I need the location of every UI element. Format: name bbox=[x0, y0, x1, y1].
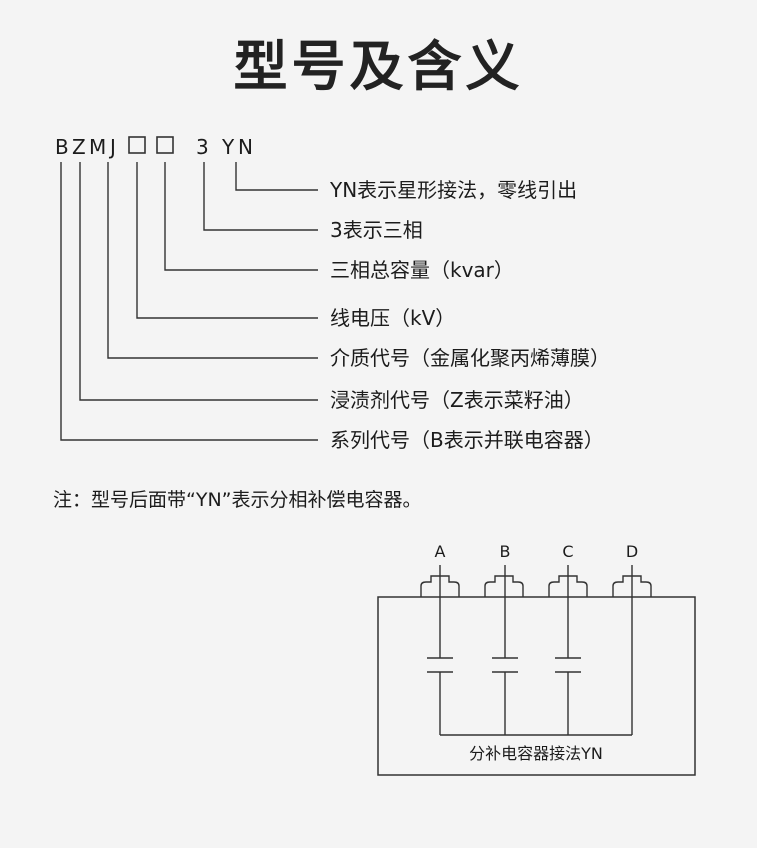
code-char-m: M bbox=[89, 135, 106, 159]
capacitor-housing bbox=[377, 596, 696, 776]
code-char-b: B bbox=[55, 135, 69, 159]
code-char-z: Z bbox=[72, 135, 86, 159]
meaning-capacity: 三相总容量（kvar） bbox=[330, 258, 514, 282]
leader-lines bbox=[60, 162, 318, 441]
leader-medium bbox=[107, 162, 318, 359]
meaning-yn: YN表示星形接法，零线引出 bbox=[329, 178, 577, 202]
meaning-voltage: 线电压（kV） bbox=[330, 306, 455, 330]
bushing-b bbox=[484, 575, 524, 597]
terminal-label-a: A bbox=[435, 542, 446, 561]
terminal-label-c: C bbox=[562, 542, 573, 561]
wiring-diagram: A B C D 分补电容器接法YN bbox=[377, 542, 696, 776]
leader-voltage bbox=[136, 162, 318, 319]
meaning-medium: 介质代号（金属化聚丙烯薄膜） bbox=[330, 346, 610, 370]
leader-capacity bbox=[164, 162, 318, 271]
meaning-3: 3表示三相 bbox=[330, 218, 423, 242]
note-text: 注：型号后面带“YN”表示分相补偿电容器。 bbox=[53, 489, 422, 511]
code-box-voltage bbox=[128, 136, 146, 154]
code-char-n: N bbox=[238, 135, 253, 159]
code-char-3: 3 bbox=[196, 135, 209, 159]
leader-3 bbox=[203, 162, 318, 231]
wiring-caption: 分补电容器接法YN bbox=[469, 744, 603, 763]
code-char-y: Y bbox=[221, 135, 235, 159]
leader-impregnant bbox=[79, 162, 318, 401]
code-char-j: J bbox=[108, 135, 116, 159]
terminal-label-d: D bbox=[626, 542, 638, 561]
code-box-capacity bbox=[156, 136, 174, 154]
page-title: 型号及含义 bbox=[233, 35, 524, 98]
model-code-diagram: B Z M J 3 Y N YN表示星形接法，零线引出 3表示三相 三相总容量（… bbox=[55, 135, 610, 452]
terminal-label-b: B bbox=[500, 542, 511, 561]
meaning-series: 系列代号（B表示并联电容器） bbox=[330, 428, 604, 452]
leader-yn bbox=[235, 162, 318, 191]
leader-series bbox=[60, 162, 318, 441]
meaning-impregnant: 浸渍剂代号（Z表示菜籽油） bbox=[330, 388, 584, 412]
